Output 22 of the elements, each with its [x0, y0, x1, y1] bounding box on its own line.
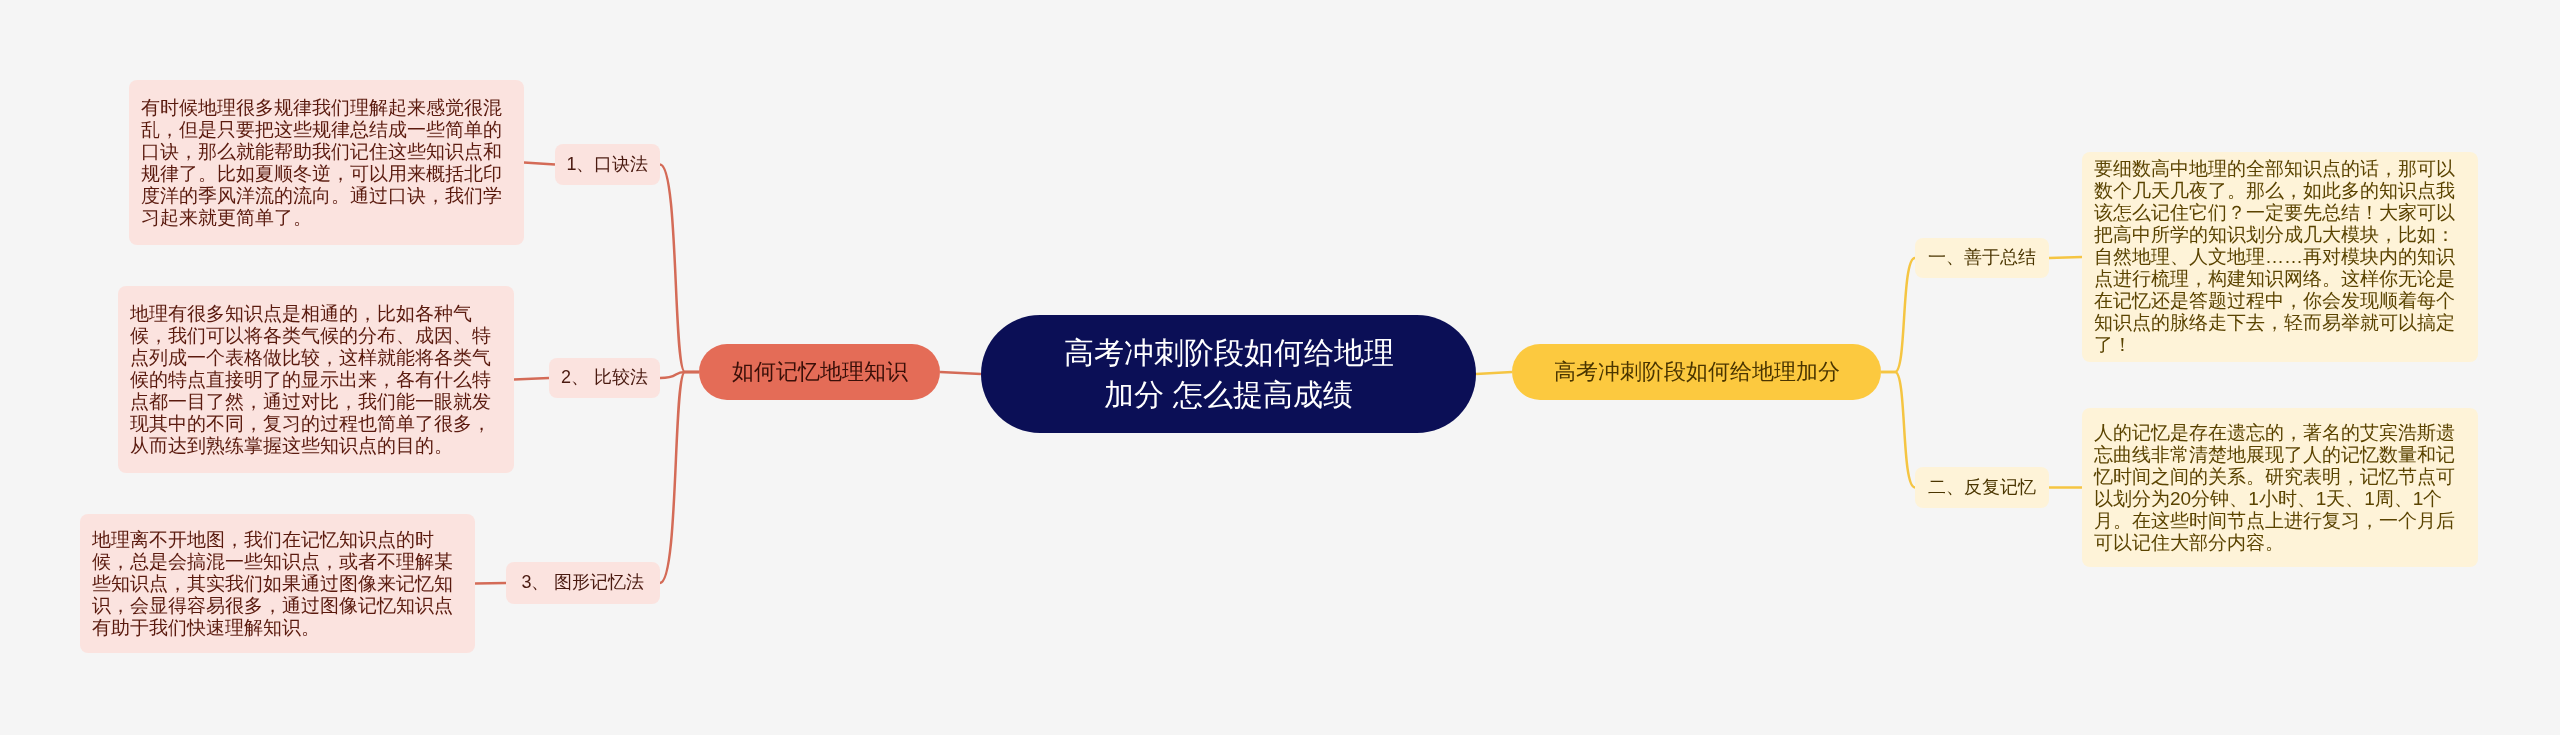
connector-line	[2048, 255, 2083, 260]
note-box: 要细数高中地理的全部知识点的话，那可以数个几天几夜了。那么，如此多的知识点我该怎么记住它们？一定要先总结！大家可以把高中所学的知识划分成几大模块，比如：自然地理、人文地理……再对模块内的知识点进行梳理，构建知识网络。这样你无论是在记忆还是答题过程中，你会发现顺着每个知识点的脉络走下去，轻而易举就可以搞定了！	[2082, 152, 2478, 362]
subtopic-box: 2、 比较法	[549, 358, 660, 398]
connector-line	[2049, 486, 2082, 489]
connector-line	[523, 161, 556, 166]
connector-line	[939, 370, 982, 376]
connector-line	[659, 370, 699, 584]
subtopic-box: 二、反复记忆	[1915, 467, 2049, 508]
branch-box: 如何记忆地理知识	[699, 344, 940, 400]
note-box: 地理离不开地图，我们在记忆知识点的时候，总是会搞混一些知识点，或者不理解某些知识点，其实我们如果通过图像来记忆知识，会显得容易很多，通过图像记忆知识点有助于我们快速理解知识。	[80, 514, 475, 653]
note-box: 地理有很多知识点是相通的，比如各种气候，我们可以将各类气候的分布、成因、特点列成一个表格做比较，这样就能将各类气候的特点直接明了的显示出来，各有什么特点都一目了然，通过对比，我们能一眼就发现其中的不同，复习的过程也简单了很多，从而达到熟练掌握这些知识点的目的。	[118, 286, 514, 473]
connector-line	[1475, 370, 1513, 376]
subtopic-box: 一、善于总结	[1915, 238, 2049, 278]
connector-line	[1881, 370, 1916, 489]
note-box: 有时候地理很多规律我们理解起来感觉很混乱，但是只要把这些规律总结成一些简单的口诀，那么就能帮助我们记住这些知识点和规律了。比如夏顺冬逆，可以用来概括北印度洋的季风洋流的流向。通过口诀，我们学习起来就更简单了。	[129, 80, 524, 245]
topic-box: 高考冲刺阶段如何给地理加分 怎么提高成绩	[981, 315, 1476, 433]
branch-box: 高考冲刺阶段如何给地理加分	[1512, 344, 1881, 400]
connector-line	[513, 376, 550, 381]
subtopic-box: 3、 图形记忆法	[506, 562, 660, 604]
connector-line	[474, 581, 507, 585]
subtopic-box: 1、口诀法	[555, 144, 660, 185]
note-box: 人的记忆是存在遗忘的，著名的艾宾浩斯遗忘曲线非常清楚地展现了人的记忆数量和记忆时间之间的关系。研究表明，记忆节点可以划分为20分钟、1小时、1天、1周、1个月。在这些时间节点上进行复习，一个月后可以记住大部分内容。	[2082, 408, 2478, 567]
